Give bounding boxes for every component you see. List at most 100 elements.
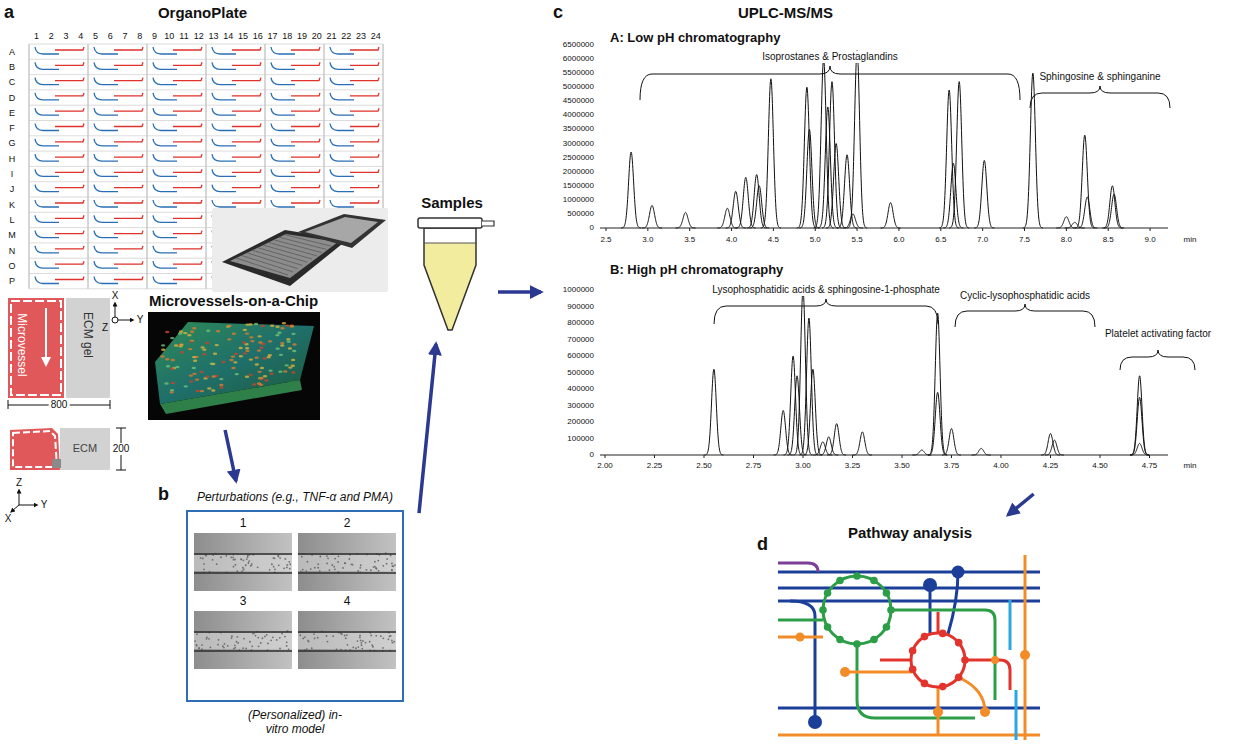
region-label: ECM gel <box>81 312 95 358</box>
channel-edge <box>194 631 292 633</box>
cell-texture <box>338 555 340 557</box>
cell-texture <box>289 563 291 565</box>
cell-texture <box>200 557 202 559</box>
peak-trace <box>717 208 737 228</box>
column-number: 2 <box>49 31 54 42</box>
cell-texture <box>391 642 393 644</box>
cell-speckle <box>284 364 288 366</box>
tick-mark <box>982 228 983 231</box>
cell-texture <box>249 641 251 643</box>
cell-texture <box>391 569 393 571</box>
cell-speckle <box>161 349 165 351</box>
cell-speckle <box>275 334 279 336</box>
cell-speckle <box>160 355 164 357</box>
channel-icon <box>173 246 202 249</box>
channel-icon <box>114 62 143 65</box>
cell-texture <box>360 642 362 644</box>
row-letter: C <box>9 77 16 88</box>
row-letter: M <box>8 230 16 241</box>
cell-texture <box>227 645 229 647</box>
cell-texture <box>375 635 377 637</box>
cell-speckle <box>250 340 254 342</box>
channel-icon <box>55 139 84 142</box>
cell-texture <box>391 640 393 642</box>
cell-texture <box>373 566 375 568</box>
tick-mark <box>898 228 899 231</box>
tick-label: 4.50 <box>1092 461 1108 471</box>
dimension: 200 <box>111 443 132 455</box>
cell-texture <box>334 558 336 560</box>
channel-icon <box>55 231 84 234</box>
cell-speckle <box>259 377 263 379</box>
channel-icon <box>114 185 143 188</box>
cell-texture <box>392 565 394 567</box>
tick-mark <box>654 455 655 458</box>
cell-texture <box>288 648 290 650</box>
grid-line <box>29 44 383 45</box>
cell-speckle <box>268 340 272 342</box>
cell-texture <box>257 637 259 639</box>
cell-texture <box>394 564 396 566</box>
row-letter: I <box>11 169 14 180</box>
peak-trace <box>1077 197 1097 228</box>
cell-texture <box>243 569 245 571</box>
channel-icon <box>291 124 320 127</box>
axis-into-page <box>112 317 118 323</box>
cell-texture <box>347 644 349 646</box>
cell-speckle <box>211 363 215 365</box>
node-title: 2 <box>298 516 396 530</box>
cell-speckle <box>238 347 242 349</box>
cell-texture <box>333 566 335 568</box>
tick-label: 5000000 <box>563 82 594 92</box>
cell-texture <box>234 559 236 561</box>
column-number: 4 <box>78 31 83 42</box>
tick-label: 5.0 <box>810 235 821 245</box>
cell-texture <box>382 565 384 567</box>
cell-texture <box>272 636 274 638</box>
peak-trace <box>1045 440 1064 455</box>
cell-speckle <box>219 386 223 388</box>
cell-speckle <box>245 375 249 377</box>
cell-texture <box>391 570 393 572</box>
tick-label: 4.75 <box>1142 461 1158 471</box>
cell-texture <box>250 565 252 567</box>
cell-texture <box>279 557 281 559</box>
cell-speckle <box>243 352 247 354</box>
tick-label: 7.0 <box>977 235 988 245</box>
channel-icon <box>350 78 379 81</box>
cell-texture <box>208 638 210 640</box>
cell-speckle <box>291 371 295 373</box>
cell-texture <box>286 567 288 569</box>
channel-icon <box>55 47 84 50</box>
cell-speckle <box>174 344 178 346</box>
column-number: 20 <box>312 31 322 42</box>
cell-speckle <box>229 359 233 361</box>
cell-speckle <box>178 344 182 346</box>
peak-trace <box>974 160 994 228</box>
metro-station <box>870 577 878 585</box>
channel-icon <box>114 246 143 249</box>
channel-icon <box>232 154 261 157</box>
column-number: 13 <box>208 31 218 42</box>
cell-texture <box>264 636 266 638</box>
metro-line <box>778 707 1040 710</box>
cell-texture <box>240 558 242 560</box>
cell-speckle <box>235 373 239 375</box>
cell-speckle <box>188 348 192 350</box>
cell-speckle <box>290 325 294 327</box>
cell-speckle <box>254 323 258 325</box>
channel-icon <box>114 124 143 127</box>
tick-label: 3.50 <box>894 461 910 471</box>
channel-edge <box>194 650 292 652</box>
cell-texture <box>270 639 272 641</box>
micrograph-ground <box>298 611 396 669</box>
tick-label: 3000000 <box>563 139 594 149</box>
metro-station <box>909 665 917 673</box>
tick-label: 6500000 <box>563 40 594 50</box>
cell-texture <box>326 555 328 557</box>
channel-icon <box>232 62 261 65</box>
column-number: 5 <box>93 31 98 42</box>
tick-mark <box>940 228 941 231</box>
peak-trace <box>1130 376 1149 455</box>
cell-texture <box>225 555 227 557</box>
